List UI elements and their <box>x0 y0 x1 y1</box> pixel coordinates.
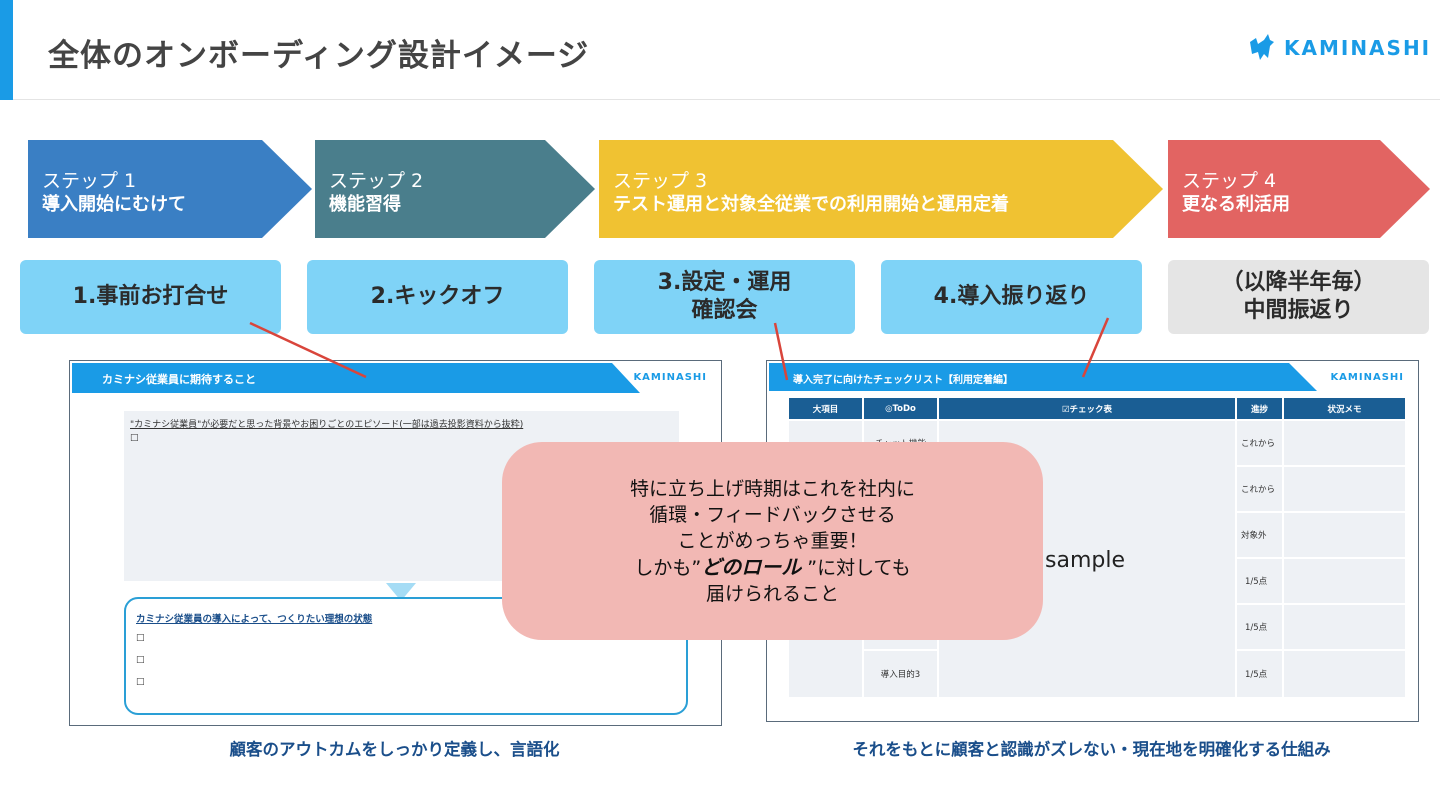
progress-cell-2: これから <box>1237 467 1282 511</box>
step-2-arrow: ステップ 2 機能習得 <box>315 140 595 238</box>
page-title: 全体のオンボーディング設計イメージ <box>48 38 590 74</box>
callout-line-1: 特に立ち上げ時期はこれを社内に <box>629 477 915 500</box>
ideal-checkbox-2: □ <box>136 655 145 665</box>
callout-emphasis: どのロール <box>701 554 802 579</box>
left-caption: 顧客のアウトカムをしっかり定義し、言語化 <box>229 740 560 759</box>
callout-line-5: 届けられること <box>705 582 839 605</box>
progress-cell-1: これから <box>1237 421 1282 465</box>
memo-cell-1 <box>1284 421 1405 465</box>
col-header-progress: 進捗 <box>1237 398 1282 419</box>
sample-watermark: sample <box>1045 548 1125 573</box>
memo-cell-2 <box>1284 467 1405 511</box>
card-kickoff-label: 2.キックオフ <box>370 284 505 309</box>
callout-bubble: 特に立ち上げ時期はこれを社内に 循環・フィードバックさせる ことがめっちゃ重要！… <box>502 442 1043 640</box>
progress-cell-4: 1/5点 <box>1237 559 1282 603</box>
step-1-arrow: ステップ 1 導入開始にむけて <box>28 140 312 238</box>
progress-cell-6: 1/5点 <box>1237 651 1282 697</box>
progress-cell-5: 1/5点 <box>1237 605 1282 649</box>
ideal-state-title: カミナシ従業員の導入によって、つくりたい理想の状態 <box>136 614 373 625</box>
callout-line-2: 循環・フィードバックさせる <box>649 503 896 526</box>
card-pre-meeting-label: 1.事前お打合せ <box>72 284 229 309</box>
card-pre-meeting: 1.事前お打合せ <box>20 260 281 334</box>
card-retrospective: 4.導入振り返り <box>881 260 1142 334</box>
card-setup-review: 3.設定・運用 確認会 <box>594 260 855 334</box>
step-3-label: ステップ 3 <box>613 170 708 192</box>
callout-line-4: しかも”どのロール ”に対しても <box>634 554 910 581</box>
card-midterm-review: （以降半年毎） 中間振返り <box>1168 260 1429 334</box>
expectation-sheet-title: カミナシ従業員に期待すること <box>102 373 256 386</box>
checklist-header: 導入完了に向けたチェックリスト【利用定着編】 KAMINASHI <box>769 363 1416 391</box>
accent-bar <box>0 0 13 100</box>
episode-checkbox: □ <box>130 433 139 443</box>
col-header-todo: ◎ToDo <box>864 398 937 419</box>
logo-text: KAMINASHI <box>1284 36 1432 60</box>
callout-line-3: ことがめっちゃ重要！ <box>677 529 868 552</box>
ideal-checkbox-3: □ <box>136 677 145 687</box>
col-header-memo: 状況メモ <box>1284 398 1405 419</box>
step-4-label: ステップ 4 <box>1182 170 1277 192</box>
episode-note: "カミナシ従業員"が必要だと思った背景やお困りごとのエピソード(一部は過去投影資… <box>130 420 524 430</box>
col-header-checklist: ☑チェック表 <box>939 398 1235 419</box>
step-1-label: ステップ 1 <box>42 170 137 192</box>
card-retrospective-label: 4.導入振り返り <box>933 284 1090 309</box>
checklist-logo: KAMINASHI <box>1330 372 1404 383</box>
step-4-title: 更なる利活用 <box>1182 194 1290 215</box>
expectation-sheet-header: カミナシ従業員に期待すること KAMINASHI <box>72 363 719 393</box>
step-4-arrow: ステップ 4 更なる利活用 <box>1168 140 1430 238</box>
card-midterm-review-line1: （以降半年毎） <box>1221 270 1376 295</box>
step-3-title: テスト運用と対象全従業での利用開始と運用定着 <box>613 194 1009 215</box>
expectation-sheet-logo: KAMINASHI <box>633 372 707 383</box>
memo-cell-4 <box>1284 559 1405 603</box>
checklist-title: 導入完了に向けたチェックリスト【利用定着編】 <box>793 375 1013 386</box>
goat-icon <box>1250 34 1274 60</box>
todo-cell-6: 導入目的3 <box>864 651 937 697</box>
memo-cell-3 <box>1284 513 1405 557</box>
card-midterm-review-line2: 中間振返り <box>1243 298 1354 323</box>
card-setup-review-line1: 3.設定・運用 <box>657 270 792 295</box>
callout-line-4-pre: しかも” <box>634 556 702 579</box>
progress-cell-3: 対象外 <box>1237 513 1282 557</box>
card-setup-review-line2: 確認会 <box>691 298 758 323</box>
header-divider <box>13 99 1440 100</box>
down-triangle-icon <box>386 583 416 601</box>
step-2-label: ステップ 2 <box>329 170 424 192</box>
step-3-arrow: ステップ 3 テスト運用と対象全従業での利用開始と運用定着 <box>599 140 1163 238</box>
right-caption: それをもとに顧客と認識がズレない・現在地を明確化する仕組み <box>852 740 1331 759</box>
card-kickoff: 2.キックオフ <box>307 260 568 334</box>
memo-cell-5 <box>1284 605 1405 649</box>
ideal-checkbox-1: □ <box>136 633 145 643</box>
step-1-title: 導入開始にむけて <box>42 194 186 215</box>
kaminashi-logo: KAMINASHI <box>1246 28 1431 68</box>
callout-line-4-post: ”に対しても <box>801 556 911 579</box>
memo-cell-6 <box>1284 651 1405 697</box>
step-2-title: 機能習得 <box>329 194 401 215</box>
col-header-category: 大項目 <box>789 398 862 419</box>
